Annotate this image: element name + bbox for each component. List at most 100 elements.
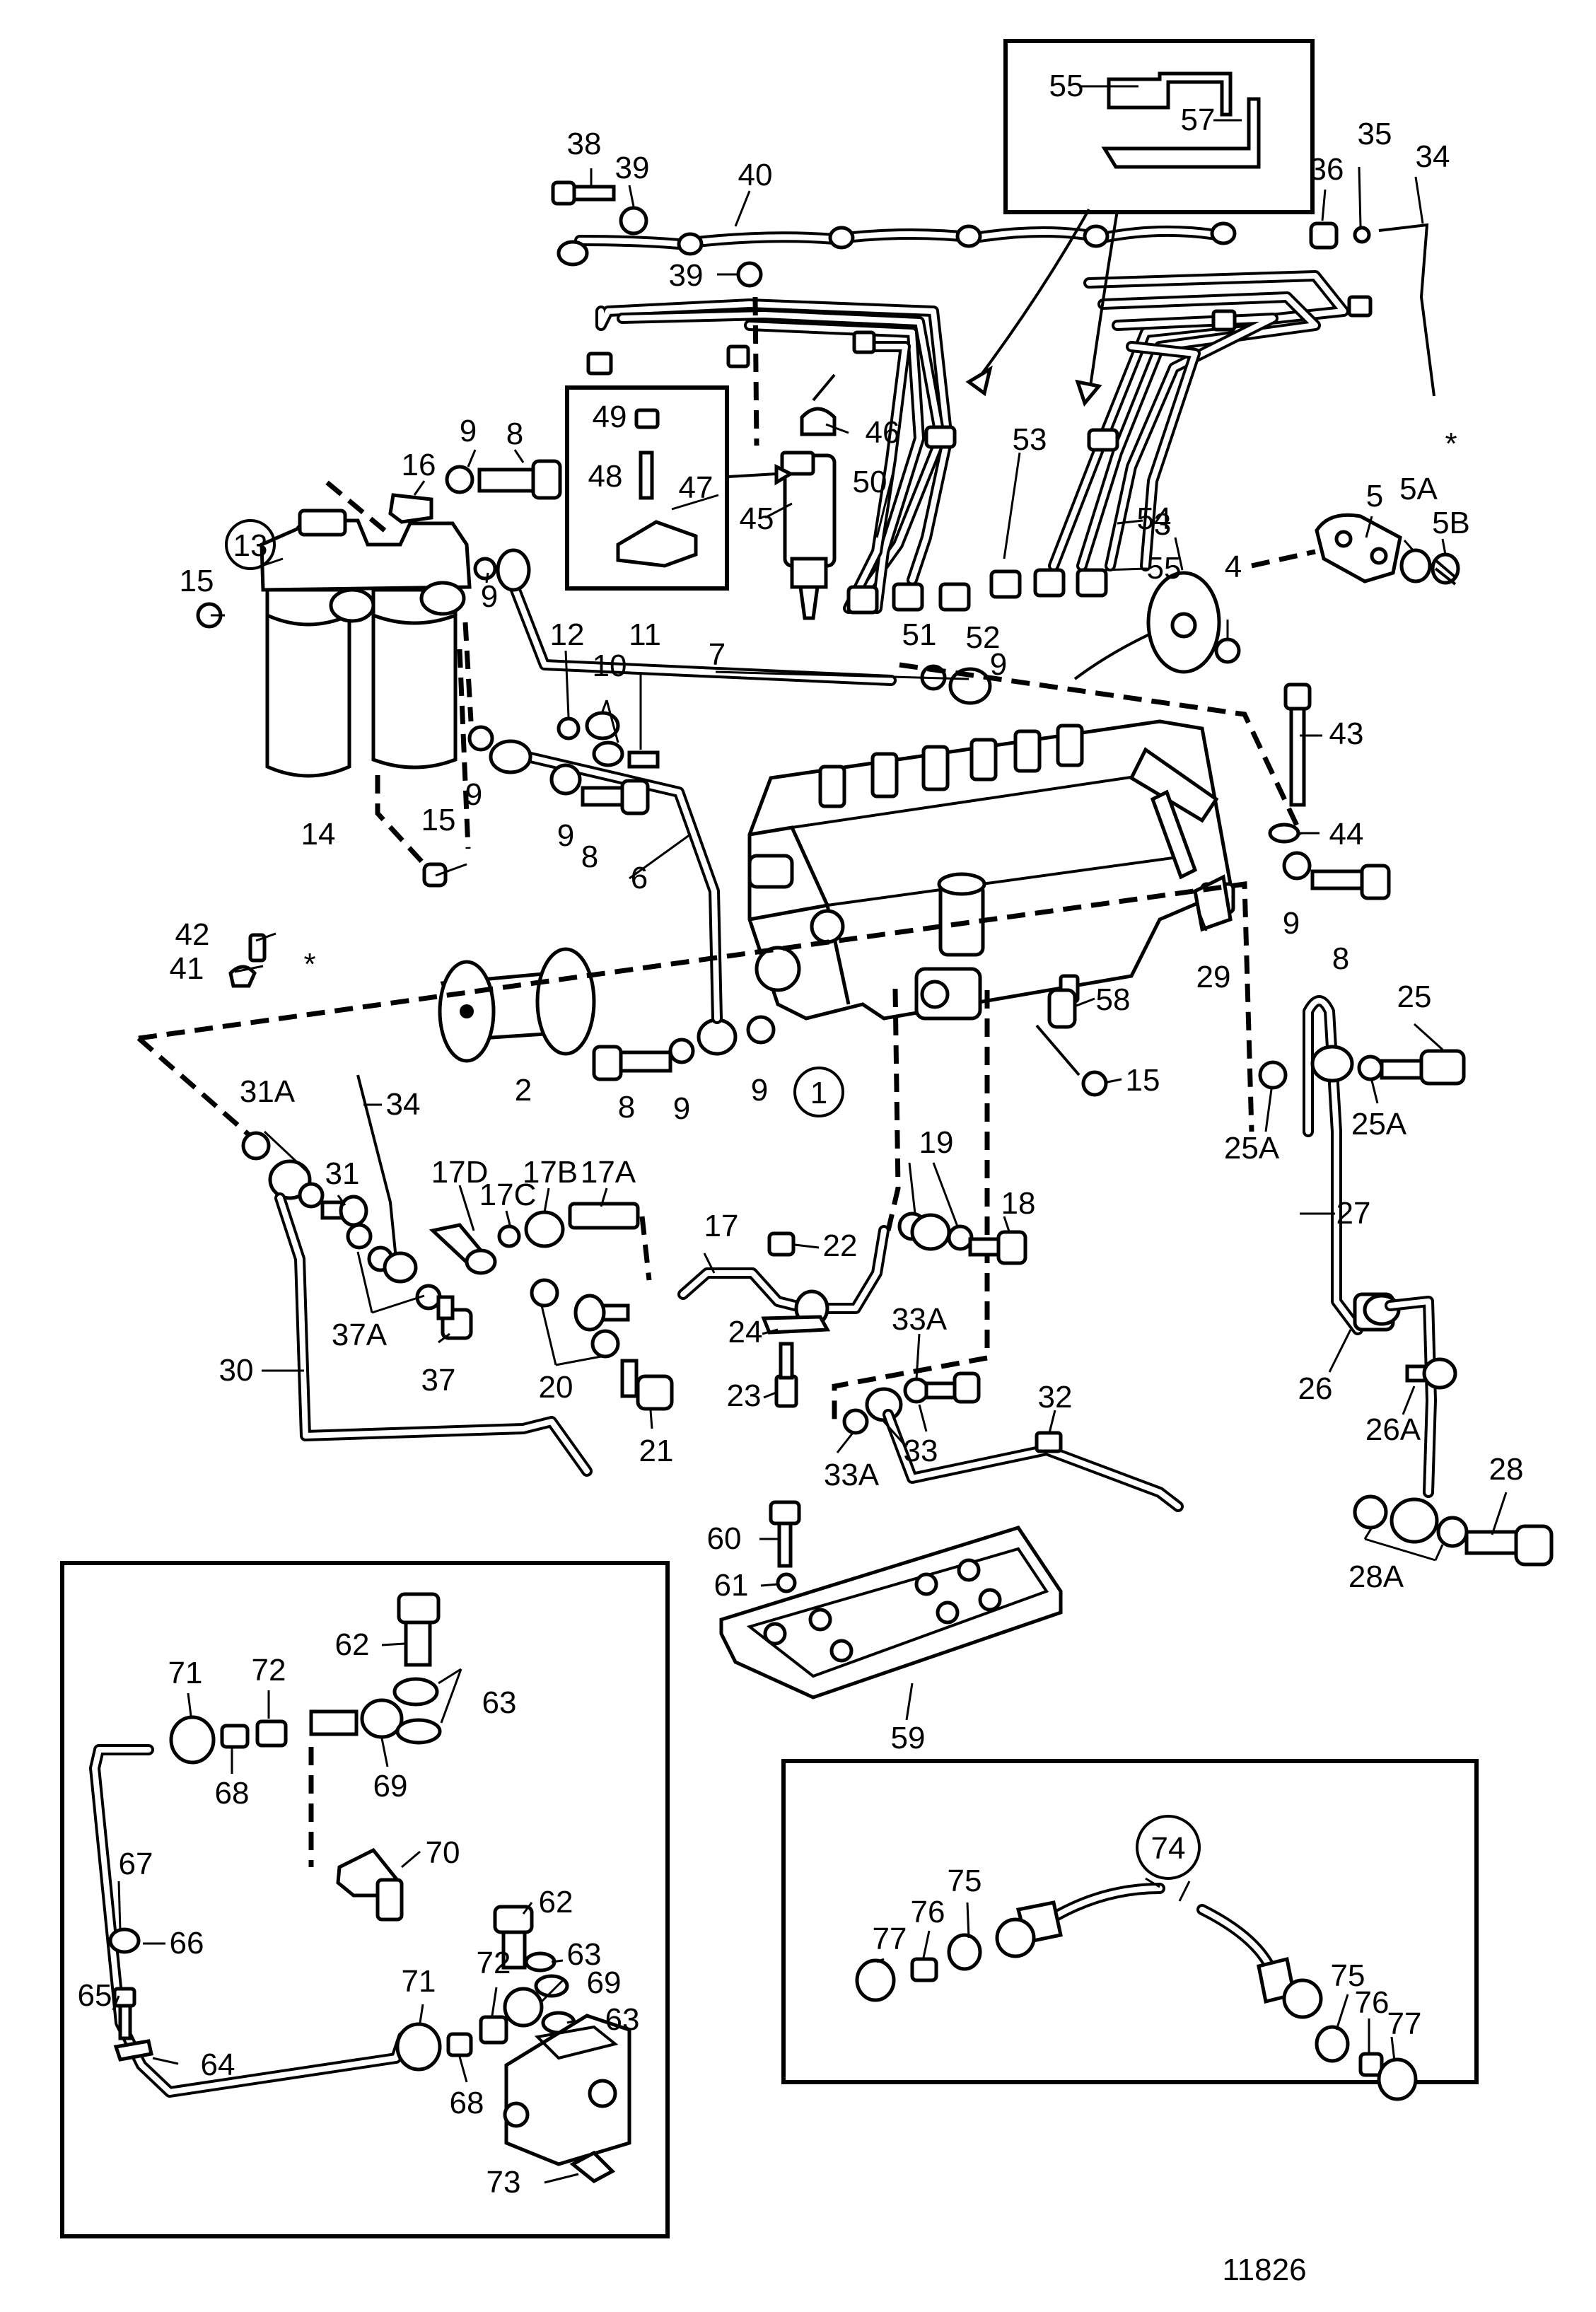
banjo-10-11-12 bbox=[557, 711, 660, 769]
tray-59 bbox=[719, 1526, 1063, 1700]
washer-9-right bbox=[1282, 851, 1312, 881]
leak-off-pipe-34 bbox=[356, 1074, 397, 1260]
washer-31A-b bbox=[298, 1182, 325, 1209]
label-39-lower: 39 bbox=[669, 258, 704, 293]
bracket-5 bbox=[1315, 513, 1402, 583]
label-47: 47 bbox=[679, 470, 713, 505]
pipe-nuts bbox=[557, 221, 1373, 615]
banjo-9-left bbox=[697, 1018, 738, 1056]
bolt-25 bbox=[1380, 1049, 1466, 1086]
inset-frame-brackets bbox=[1003, 39, 1315, 214]
washer-5A bbox=[1399, 548, 1432, 583]
label-75-right: 75 bbox=[1331, 1958, 1365, 1993]
bracket-57 bbox=[1101, 97, 1261, 169]
banjo-28 bbox=[1390, 1497, 1439, 1544]
label-25: 25 bbox=[1397, 980, 1432, 1014]
label-53: 53 bbox=[1013, 422, 1047, 457]
label-28: 28 bbox=[1489, 1452, 1524, 1487]
label-29: 29 bbox=[1196, 960, 1231, 994]
washer-9-top bbox=[445, 465, 474, 494]
label-30: 30 bbox=[219, 1353, 254, 1388]
label-52: 52 bbox=[966, 620, 1001, 655]
label-7: 7 bbox=[709, 637, 726, 672]
banjo-69-bottom bbox=[503, 1987, 544, 2028]
elbow-70 bbox=[336, 1847, 404, 1922]
elbow-69-top bbox=[309, 1698, 404, 1739]
label-41: 41 bbox=[170, 951, 204, 986]
label-15-pump: 15 bbox=[1126, 1063, 1160, 1098]
label-28A: 28A bbox=[1349, 1559, 1404, 1594]
label-46: 46 bbox=[866, 415, 900, 450]
label-20: 20 bbox=[539, 1370, 573, 1405]
washer-25A-b bbox=[1357, 1055, 1384, 1081]
spring-5B bbox=[1431, 552, 1460, 586]
label-31: 31 bbox=[325, 1156, 360, 1191]
washer-20-a bbox=[530, 1278, 559, 1308]
label-27: 27 bbox=[1336, 1196, 1371, 1231]
delivery-valve-holders bbox=[818, 724, 1084, 808]
washer-33A-b bbox=[903, 1377, 930, 1404]
feed-pump-73 bbox=[503, 2014, 631, 2183]
washer-19-b bbox=[947, 1224, 974, 1251]
washer-61 bbox=[776, 1572, 797, 1593]
injection-pump-1 bbox=[747, 719, 1235, 1021]
washer-28A-b bbox=[1436, 1516, 1469, 1548]
bolt-8-left bbox=[592, 1045, 672, 1081]
label-13: 13 bbox=[233, 528, 268, 563]
label-21: 21 bbox=[639, 1434, 674, 1468]
label-24: 24 bbox=[728, 1315, 763, 1349]
star-top: * bbox=[1445, 426, 1457, 461]
label-76-left: 76 bbox=[911, 1895, 945, 1929]
label-63-top: 63 bbox=[482, 1685, 517, 1720]
washer-44 bbox=[1268, 823, 1300, 844]
washer-37A-a bbox=[346, 1223, 373, 1250]
label-25A-left: 25A bbox=[1224, 1131, 1280, 1166]
label-75-left: 75 bbox=[948, 1864, 982, 1898]
sleeve-68-top bbox=[220, 1724, 250, 1749]
nut-71-bottom bbox=[395, 2022, 442, 2072]
label-11: 11 bbox=[629, 617, 661, 652]
washer-4 bbox=[1214, 637, 1241, 664]
ferrule-72-bottom bbox=[479, 2015, 508, 2045]
label-14: 14 bbox=[301, 817, 336, 852]
bolt-62-top bbox=[397, 1592, 441, 1667]
plug-58 bbox=[1047, 988, 1077, 1029]
label-68-bottom: 68 bbox=[450, 2086, 484, 2120]
bolt-26A bbox=[1405, 1357, 1457, 1390]
label-38: 38 bbox=[567, 127, 602, 161]
nut-22 bbox=[767, 1231, 796, 1257]
bolt-37 bbox=[436, 1295, 473, 1340]
label-59: 59 bbox=[891, 1721, 926, 1755]
coupling-flange-2 bbox=[438, 947, 596, 1063]
label-73: 73 bbox=[487, 2165, 521, 2200]
plug-15-bottom bbox=[422, 862, 448, 888]
label-8-right: 8 bbox=[1332, 941, 1349, 976]
label-77-right: 77 bbox=[1387, 2006, 1422, 2041]
washer-63-a bbox=[392, 1677, 439, 1707]
label-34-top: 34 bbox=[1416, 139, 1450, 174]
label-5A: 5A bbox=[1399, 472, 1438, 506]
label-9-banjo7: 9 bbox=[990, 647, 1007, 682]
washer-9-left-b bbox=[746, 1015, 776, 1045]
filter-housing-26 bbox=[1353, 1292, 1401, 1332]
label-1: 1 bbox=[810, 1076, 827, 1110]
washer-35 bbox=[1353, 226, 1371, 244]
label-9-left-a: 9 bbox=[673, 1091, 690, 1126]
fuel-filter-14 bbox=[265, 588, 458, 778]
screw-42 bbox=[248, 933, 267, 963]
label-55: 55 bbox=[1147, 551, 1182, 586]
sleeve-68-bottom bbox=[446, 2032, 473, 2057]
bolt-20 bbox=[573, 1294, 630, 1332]
plug-15-lower bbox=[1081, 1070, 1108, 1097]
label-12: 12 bbox=[550, 617, 585, 652]
label-16: 16 bbox=[402, 448, 436, 482]
label-18: 18 bbox=[1001, 1186, 1036, 1221]
clamp-24 bbox=[761, 1315, 831, 1335]
part-number-labels: 55 57 38 39 40 39 36 35 34 * 49 48 47 46… bbox=[78, 69, 1524, 2287]
label-60: 60 bbox=[707, 1521, 742, 1556]
circle-label-13 bbox=[225, 519, 276, 570]
label-69-top: 69 bbox=[373, 1769, 408, 1803]
nut-39-upper bbox=[619, 206, 648, 236]
label-63-mid: 63 bbox=[567, 1937, 602, 1972]
